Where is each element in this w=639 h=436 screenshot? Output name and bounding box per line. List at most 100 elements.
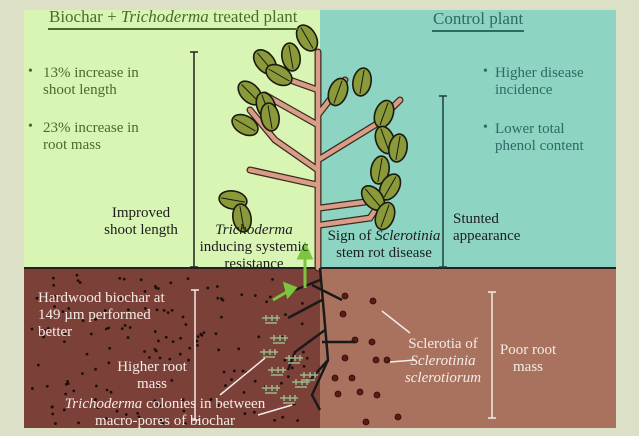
biochar-particle bbox=[253, 379, 257, 383]
biochar-particle bbox=[128, 326, 132, 329]
biochar-particle bbox=[63, 340, 66, 344]
biochar-particle bbox=[302, 350, 305, 354]
biochar-particle bbox=[221, 298, 225, 302]
biochar-particle bbox=[164, 335, 168, 339]
biochar-particle bbox=[104, 417, 108, 420]
biochar-particle bbox=[156, 287, 160, 290]
biochar-particle bbox=[30, 327, 34, 331]
biochar-particle bbox=[182, 409, 186, 413]
biochar-particle bbox=[37, 363, 40, 367]
sclerotium bbox=[394, 413, 402, 421]
biochar-particle bbox=[77, 421, 80, 425]
leaf bbox=[360, 185, 386, 211]
biochar-particle bbox=[75, 273, 79, 277]
biochar-particle bbox=[159, 418, 163, 422]
biochar-particle bbox=[169, 281, 173, 285]
trichoderma-colony bbox=[260, 349, 278, 358]
brackets bbox=[190, 51, 496, 421]
biochar-particle bbox=[51, 412, 55, 416]
biochar-particle bbox=[78, 281, 82, 284]
biochar-particle bbox=[195, 339, 199, 343]
biochar-particle bbox=[202, 331, 206, 335]
biochar-particle bbox=[230, 378, 233, 382]
biochar-particle bbox=[302, 364, 306, 368]
biochar-particle bbox=[53, 305, 56, 308]
biochar-particle bbox=[217, 348, 221, 352]
biochar-particle bbox=[188, 346, 192, 350]
leaf bbox=[281, 42, 301, 72]
biochar-particle bbox=[178, 352, 182, 356]
biochar-particle bbox=[103, 309, 107, 312]
biochar-particle bbox=[51, 276, 55, 280]
biochar-particle bbox=[161, 422, 165, 425]
biochar-particle bbox=[157, 384, 161, 388]
sclerotium bbox=[356, 388, 364, 396]
biochar-particle bbox=[118, 276, 122, 280]
biochar-particle bbox=[181, 315, 185, 319]
biochar-particle bbox=[280, 381, 283, 385]
biochar-particle bbox=[143, 307, 147, 310]
biochar-particle bbox=[170, 379, 174, 382]
biochar-particle bbox=[31, 387, 34, 390]
biochar-particle bbox=[126, 308, 130, 312]
biochar-particle bbox=[72, 389, 76, 393]
leaf bbox=[232, 203, 252, 233]
biochar-particle bbox=[120, 327, 124, 331]
biochar-particle bbox=[38, 331, 42, 335]
biochar-particle bbox=[104, 327, 108, 331]
biochar-particle bbox=[107, 326, 111, 330]
biochar-particle bbox=[157, 339, 160, 343]
biochar-particle bbox=[166, 311, 170, 314]
biochar-particle bbox=[199, 332, 203, 336]
biochar-particle bbox=[296, 419, 300, 422]
leaf bbox=[374, 201, 396, 231]
biochar-particle bbox=[143, 289, 147, 293]
leaf bbox=[352, 67, 372, 97]
biochar-particle bbox=[62, 408, 66, 412]
sclerotia-dots bbox=[331, 292, 402, 426]
biochar-particle bbox=[162, 309, 166, 312]
biochar-particle bbox=[122, 277, 126, 281]
biochar-particle bbox=[241, 369, 245, 373]
biochar-particle bbox=[64, 392, 68, 396]
biochar-particle bbox=[85, 352, 89, 356]
biochar-particle bbox=[181, 398, 185, 402]
biochar-particle bbox=[153, 399, 157, 403]
biochar-particle bbox=[209, 398, 213, 401]
biochar-particle bbox=[187, 358, 190, 362]
biochar-particle bbox=[94, 398, 97, 401]
biochar-particle bbox=[268, 295, 272, 299]
biochar-particle bbox=[271, 277, 274, 281]
biochar-particles bbox=[30, 273, 309, 425]
biochar-particle bbox=[96, 406, 100, 410]
biochar-particle bbox=[224, 384, 227, 387]
biochar-particle bbox=[214, 332, 218, 336]
biochar-particle bbox=[52, 283, 56, 287]
biochar-particle bbox=[222, 370, 226, 374]
biochar-particle bbox=[158, 356, 162, 360]
biochar-particle bbox=[240, 293, 244, 297]
biochar-particle bbox=[206, 286, 210, 290]
trichoderma-colony bbox=[268, 367, 286, 376]
biochar-particle bbox=[46, 326, 50, 330]
biochar-particle bbox=[143, 350, 146, 353]
biochar-particle bbox=[123, 323, 127, 327]
biochar-particle bbox=[171, 340, 175, 344]
sclerotium bbox=[368, 338, 376, 346]
biochar-particle bbox=[286, 375, 290, 379]
biochar-particle bbox=[242, 390, 246, 394]
biochar-particle bbox=[300, 322, 304, 326]
control-soil bbox=[320, 268, 616, 428]
biochar-particle bbox=[196, 335, 200, 339]
trichoderma-colony bbox=[270, 335, 288, 344]
biochar-particle bbox=[300, 301, 304, 305]
biochar-particle bbox=[43, 328, 47, 332]
biochar-particle bbox=[179, 336, 182, 340]
biochar-particle bbox=[54, 422, 57, 425]
biochar-particle bbox=[257, 335, 261, 339]
biochar-particle bbox=[265, 300, 269, 304]
